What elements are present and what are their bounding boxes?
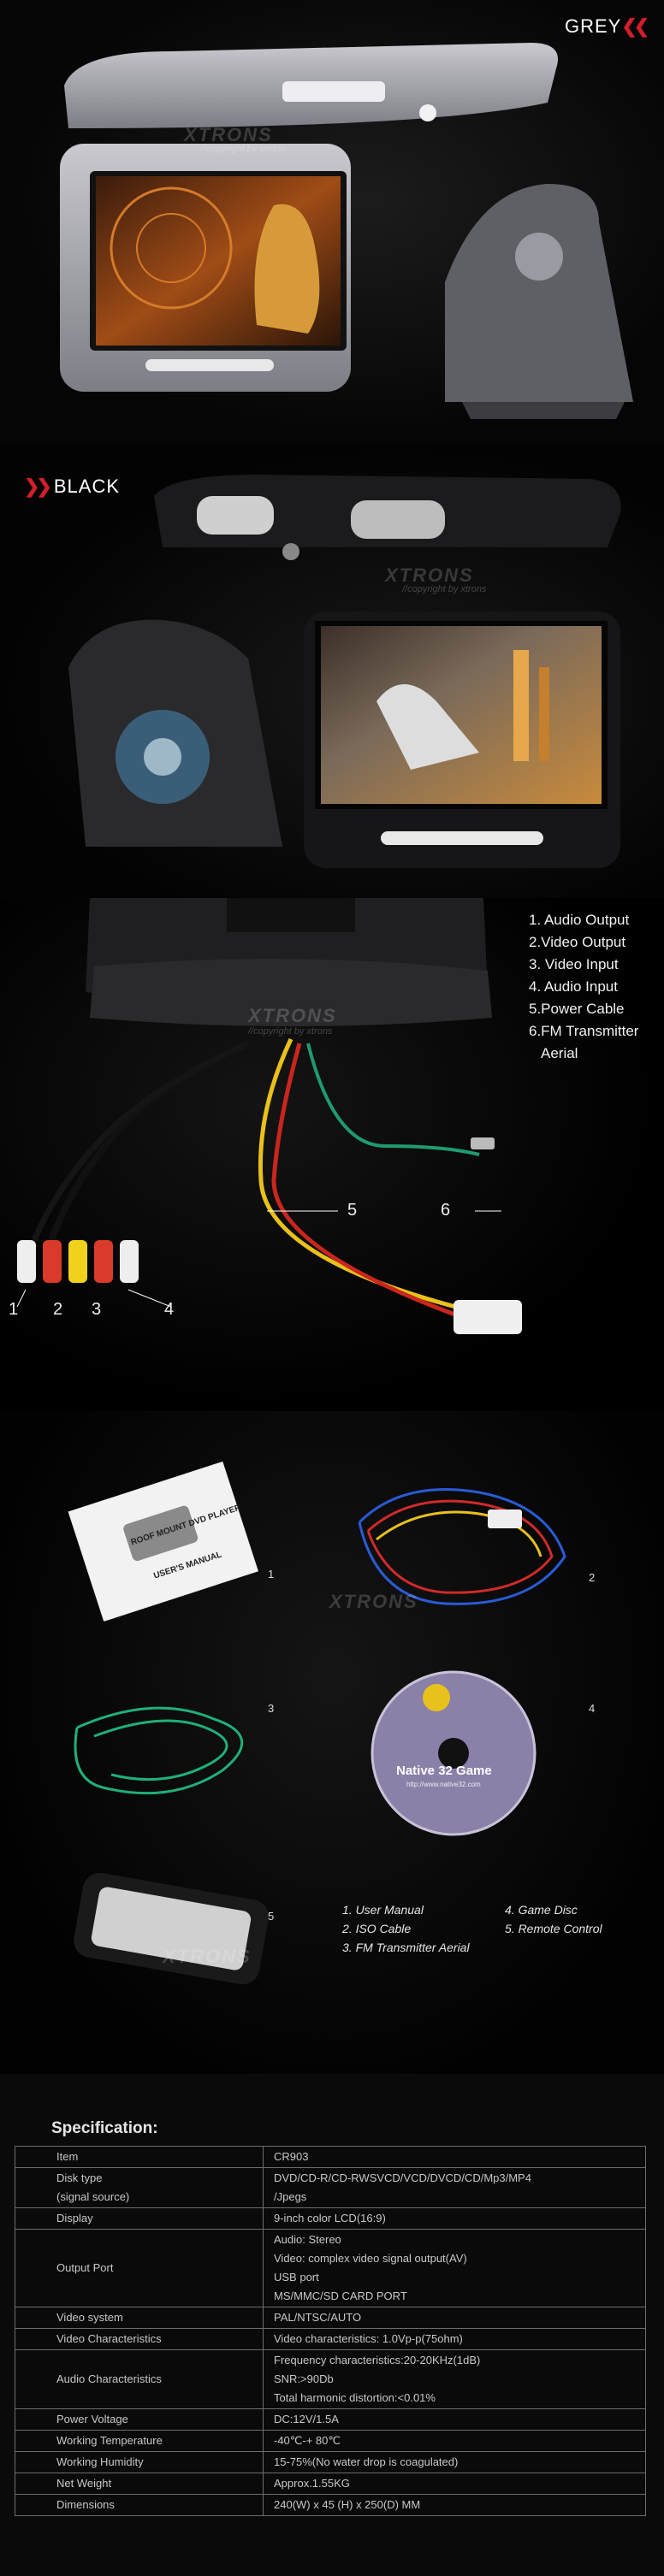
- item-number-1: 1: [268, 1568, 275, 1580]
- watermark-copyright: //copyright by xtrons: [201, 144, 286, 154]
- spec-title: Specification:: [51, 2119, 158, 2137]
- callout-5: 5: [347, 1201, 358, 1220]
- table-row: Working Humidity 15-75%(No water drop is…: [15, 2451, 646, 2473]
- table-row: Audio Characteristics Frequency characte…: [15, 2349, 646, 2409]
- callout-6: 6: [441, 1201, 451, 1220]
- spec-key: Dimensions: [15, 2494, 264, 2516]
- accessories-legend-right: 4. Game Disc 5. Remote Control: [505, 1900, 602, 1938]
- watermark-brand: XTRONS: [184, 124, 273, 145]
- legend-item: 2.Video Output: [529, 934, 626, 950]
- cables-photo: [16, 898, 522, 1334]
- spec-key: Audio Characteristics: [15, 2349, 264, 2409]
- legend-item: 1. User Manual: [342, 1903, 424, 1917]
- color-label-grey: GREY❮❮: [565, 15, 649, 37]
- callout-1: 1: [9, 1300, 19, 1319]
- legend-item: 5.Power Cable: [529, 1001, 625, 1017]
- watermark-brand: XTRONS: [163, 1946, 252, 1967]
- spec-value: Approx.1.55KG: [263, 2473, 646, 2495]
- disc-label-text: Native 32 Game: [396, 1764, 492, 1778]
- legend-item: 3. FM Transmitter Aerial: [342, 1941, 470, 1954]
- spec-key: Power Voltage: [15, 2408, 264, 2431]
- spec-key: Working Humidity: [15, 2451, 264, 2473]
- table-row: Video system PAL/NTSC/AUTO: [15, 2307, 646, 2329]
- table-row: Power Voltage DC:12V/1.5A: [15, 2408, 646, 2431]
- grey-dvd-player-photo: [60, 43, 633, 419]
- spec-value: PAL/NTSC/AUTO: [263, 2307, 646, 2329]
- table-row: Video Characteristics Video characterist…: [15, 2328, 646, 2350]
- spec-value: Video characteristics: 1.0Vp-p(75ohm): [263, 2328, 646, 2350]
- spec-key: Video Characteristics: [15, 2328, 264, 2350]
- watermark-copyright: //copyright by xtrons: [402, 584, 487, 594]
- spec-key: Display: [15, 2207, 264, 2230]
- callout-2: 2: [53, 1300, 63, 1319]
- legend-item: 5. Remote Control: [505, 1922, 602, 1935]
- spec-value: 240(W) x 45 (H) x 250(D) MM: [263, 2494, 646, 2516]
- watermark-brand: XTRONS: [385, 564, 474, 586]
- grey-product-panel: GREY❮❮ XTRONS //copyright by xtrons: [0, 0, 664, 445]
- accessories-legend-left: 1. User Manual 2. ISO Cable 3. FM Transm…: [342, 1900, 470, 1957]
- legend-item: 1. Audio Output: [529, 912, 630, 928]
- spec-value: Frequency characteristics:20-20KHz(1dB)S…: [263, 2349, 646, 2409]
- spec-key: Net Weight: [15, 2473, 264, 2495]
- legend-item: Aerial: [541, 1045, 578, 1061]
- accessories-photo: [68, 1461, 566, 1985]
- callout-4: 4: [164, 1300, 175, 1319]
- table-row: Disk type(signal source) DVD/CD-R/CD-RWS…: [15, 2167, 646, 2208]
- disc-url-text: http://www.native32.com: [406, 1781, 481, 1788]
- color-label-black: ❯❯BLACK: [24, 476, 121, 497]
- spec-key: Item: [15, 2146, 264, 2168]
- spec-value: 9-inch color LCD(16:9): [263, 2207, 646, 2230]
- legend-item: 3. Video Input: [529, 956, 619, 972]
- legend-item: 4. Game Disc: [505, 1903, 578, 1917]
- spec-key: Output Port: [15, 2229, 264, 2307]
- black-product-panel: ❯❯BLACK XTRONS //copyright by xtrons: [0, 445, 664, 898]
- item-number-4: 4: [589, 1702, 596, 1715]
- table-row: Display 9-inch color LCD(16:9): [15, 2207, 646, 2230]
- spec-value: DC:12V/1.5A: [263, 2408, 646, 2431]
- ports-legend: 1. Audio Output 2.Video Output 3. Video …: [529, 909, 638, 1065]
- spec-key: Video system: [15, 2307, 264, 2329]
- table-row: Net Weight Approx.1.55KG: [15, 2473, 646, 2495]
- legend-item: 2. ISO Cable: [342, 1922, 412, 1935]
- table-row: Working Temperature -40℃-+ 80℃: [15, 2430, 646, 2452]
- ports-panel: XTRONS //copyright by xtrons 5 6 1 2 3 4: [0, 898, 664, 1411]
- spec-value: CR903: [263, 2146, 646, 2168]
- item-number-3: 3: [268, 1702, 275, 1715]
- watermark-brand: XTRONS: [248, 1005, 337, 1026]
- legend-item: 4. Audio Input: [529, 978, 618, 995]
- spec-value: -40℃-+ 80℃: [263, 2430, 646, 2452]
- item-number-2: 2: [589, 1571, 596, 1584]
- callout-3: 3: [92, 1300, 102, 1319]
- table-row: Item CR903: [15, 2146, 646, 2168]
- legend-item: 6.FM Transmitter: [529, 1023, 639, 1039]
- accessories-panel: ROOF MOUNT DVD PLAYER USER'S MANUAL Nati…: [0, 1411, 664, 2074]
- spec-table: Item CR903 Disk type(signal source) DVD/…: [15, 2146, 646, 2516]
- spec-key: Disk type(signal source): [15, 2167, 264, 2208]
- spec-value: 15-75%(No water drop is coagulated): [263, 2451, 646, 2473]
- watermark-brand: XTRONS: [329, 1591, 418, 1612]
- red-chevron-icon: ❮❮: [621, 15, 649, 37]
- spec-key: Working Temperature: [15, 2430, 264, 2452]
- spec-value: DVD/CD-R/CD-RWSVCD/VCD/DVCD/CD/Mp3/MP4/J…: [263, 2167, 646, 2208]
- item-number-5: 5: [268, 1910, 275, 1923]
- black-dvd-player-photo: [68, 475, 621, 868]
- watermark-copyright: //copyright by xtrons: [248, 1026, 333, 1037]
- red-chevron-icon: ❯❯: [24, 476, 52, 497]
- table-row: Dimensions 240(W) x 45 (H) x 250(D) MM: [15, 2494, 646, 2516]
